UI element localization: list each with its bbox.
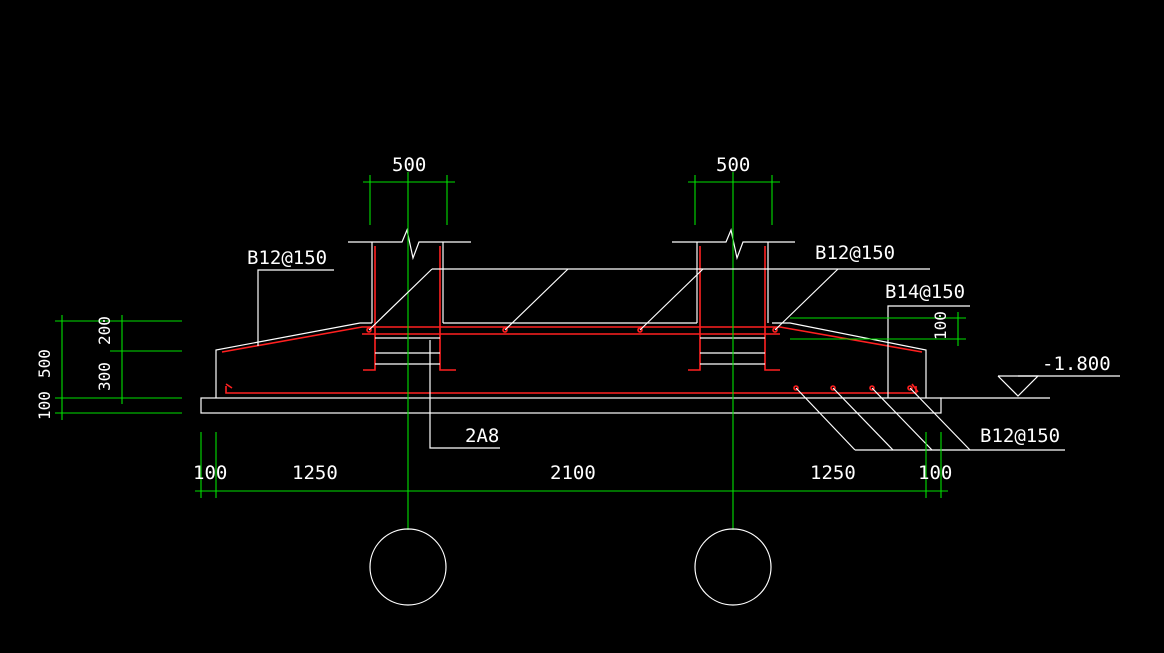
right-axis-bubble <box>694 528 772 606</box>
column-axes <box>369 172 772 606</box>
dim-left-lower: 300 <box>95 362 114 391</box>
leader-diag <box>504 268 569 331</box>
dim-bottom-0: 100 <box>193 462 227 484</box>
bar-dot <box>830 385 836 391</box>
label-rebar-bottom: B12@150 <box>980 425 1060 447</box>
dim-left-total: 500 <box>35 349 54 378</box>
leader-diag <box>774 268 839 331</box>
left-axis-bubble <box>369 528 447 606</box>
leader-diag <box>909 387 971 451</box>
dim-bottom-4: 100 <box>918 462 952 484</box>
right-100-dim: 100 <box>790 311 966 346</box>
bottom-dims: 100 1250 2100 1250 100 <box>193 432 952 498</box>
leader-diag <box>639 268 704 331</box>
callouts: B12@150 B12@150 B14@150 B12@150 2A8 <box>247 242 1065 451</box>
dim-left-bed: 100 <box>35 391 54 420</box>
bar-dot <box>869 385 875 391</box>
leader-stirrup <box>429 340 500 449</box>
bar-dot <box>502 327 508 333</box>
elevation-marker: -1.800 <box>940 353 1120 399</box>
hook-left <box>225 383 233 389</box>
dim-bottom-3: 1250 <box>810 462 856 484</box>
left-dims: 500 200 300 100 <box>35 315 182 420</box>
left-col-bar-2 <box>439 246 456 371</box>
label-rebar-side-right: B14@150 <box>885 281 965 303</box>
leader-top-left <box>257 269 334 346</box>
label-rebar-top-right: B12@150 <box>815 242 895 264</box>
footing-right-slope <box>772 322 927 398</box>
left-column-width-label: 500 <box>392 154 426 176</box>
right-column-break-line <box>672 227 795 261</box>
bar-dot <box>793 385 799 391</box>
leader-diag <box>368 268 433 331</box>
dim-left-upper: 200 <box>95 316 114 345</box>
label-stirrup: 2A8 <box>465 425 499 447</box>
right-col-bar-2 <box>764 246 780 371</box>
dim-100-right: 100 <box>931 311 950 340</box>
leader-diag <box>795 387 856 451</box>
left-col-bar-1 <box>363 246 376 371</box>
bottom-rebar <box>225 386 917 394</box>
bar-dot <box>366 327 372 333</box>
bar-dot <box>907 385 913 391</box>
right-column-width-label: 500 <box>716 154 750 176</box>
foundation-outline <box>200 227 942 414</box>
dim-bottom-2: 2100 <box>550 462 596 484</box>
elevation-label: -1.800 <box>1042 353 1111 375</box>
footing-left-slope <box>215 322 372 398</box>
leader-diag <box>832 387 894 451</box>
leader-diag <box>871 387 933 451</box>
elevation-triangle <box>997 375 1040 397</box>
dim-bottom-1: 1250 <box>292 462 338 484</box>
stirrups <box>375 337 765 365</box>
blinding-layer <box>200 397 942 414</box>
label-rebar-top-left: B12@150 <box>247 247 327 269</box>
column-width-dims: 500 500 <box>363 154 780 225</box>
hook-right <box>911 383 919 393</box>
leader-side-right <box>887 305 970 398</box>
bar-dot <box>772 327 778 333</box>
right-col-bar-1 <box>688 246 701 371</box>
rebar <box>221 246 923 394</box>
bar-dot <box>637 327 643 333</box>
left-column-break-line <box>348 227 471 261</box>
